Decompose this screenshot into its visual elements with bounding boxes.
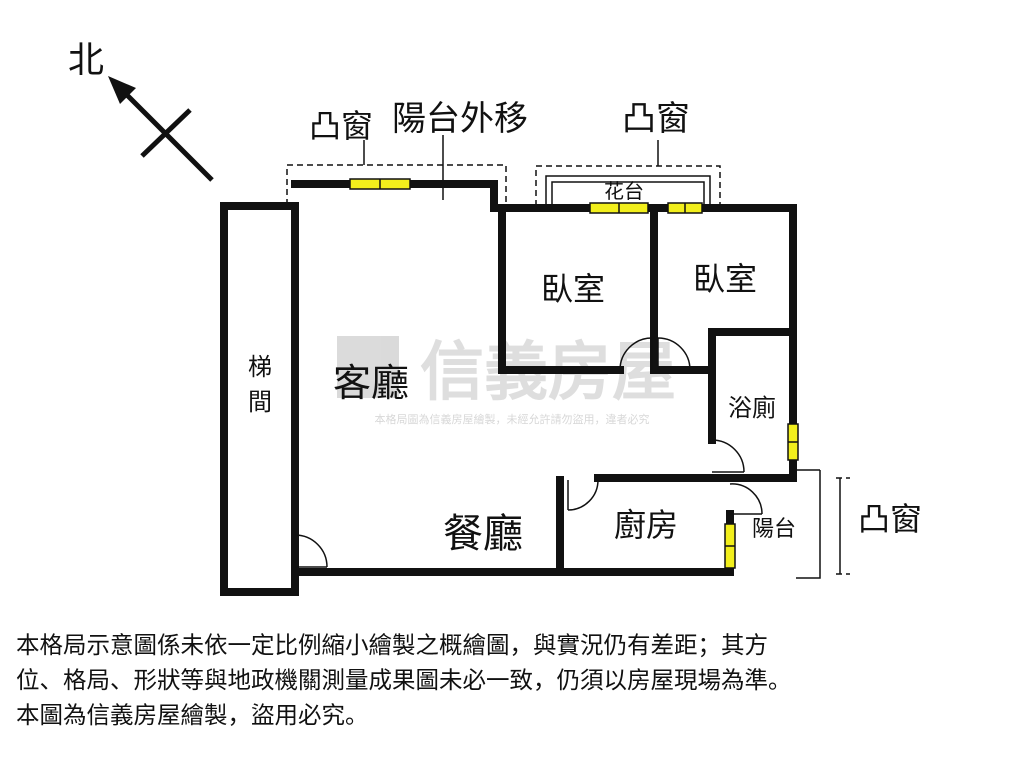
bay-window-right-outline: [535, 165, 721, 206]
watermark-notice: 本格局圖為信義房屋繪製，未經允許請勿盜用，違者必究: [375, 412, 650, 426]
door-bedroom-2: [657, 337, 691, 371]
north-arrowhead-icon: [108, 76, 136, 104]
outer-wall-top-right: [291, 180, 797, 480]
disclaimer: 本格局示意圖係未依一定比例縮小繪製之概繪圖，與實況仍有差距；其方 位、格局、形狀…: [16, 628, 1016, 733]
label-balcony-moved: 陽台外移: [392, 99, 528, 139]
watermark-logo-icon: [337, 336, 399, 398]
label-balcony: 陽台: [752, 517, 796, 542]
label-stairwell-line-1: 梯: [248, 353, 272, 381]
door-balcony: [729, 483, 763, 515]
label-living-room: 客廳: [333, 361, 409, 405]
bedroom-1-walls: [498, 204, 624, 374]
compass: 北: [68, 40, 214, 182]
north-arrow-crossbar: [140, 108, 192, 158]
floor-plan: 信義房屋 本格局圖為信義房屋繪製，未經允許請勿盜用，違者必究 北: [68, 40, 922, 596]
bay-window-left-outline: [286, 164, 507, 205]
label-stairwell-line-2: 間: [248, 388, 272, 416]
doors: [294, 337, 763, 568]
balcony-outline: [796, 470, 821, 579]
north-label: 北: [68, 40, 104, 81]
label-bedroom-1: 臥室: [541, 270, 605, 308]
door-bathroom: [711, 439, 745, 473]
label-bay-window-left: 凸窗: [309, 107, 373, 145]
room-labels: 凸窗 陽台外移 凸窗 花台 臥室 臥室 客廳 梯 間 浴廁 廚房 餐廳 陽台 凸…: [248, 99, 922, 557]
leader-lines: [363, 135, 659, 200]
label-dining-room: 餐廳: [443, 511, 523, 557]
door-stairwell: [294, 534, 328, 568]
label-planter: 花台: [604, 179, 644, 203]
label-bay-window-side: 凸窗: [858, 500, 922, 538]
disclaimer-line-2: 位、格局、形狀等與地政機關測量成果圖未必一致，仍須以房屋現場為準。: [16, 666, 792, 694]
disclaimer-line-3: 本圖為信義房屋繪製，盜用必究。: [16, 701, 369, 729]
label-bathroom: 浴廁: [728, 394, 776, 422]
door-bedroom-1: [619, 337, 653, 371]
walls: [220, 180, 797, 596]
label-bay-window-right: 凸窗: [622, 99, 690, 139]
label-bedroom-2: 臥室: [693, 260, 757, 298]
door-kitchen: [567, 479, 599, 511]
label-stairwell: 梯 間: [248, 353, 280, 416]
stairwell-walls: [220, 202, 299, 596]
bedroom-divider-wall: [650, 204, 716, 374]
windows: [349, 178, 799, 569]
disclaimer-line-1: 本格局示意圖係未依一定比例縮小繪製之概繪圖，與實況仍有差距；其方: [16, 631, 768, 659]
label-kitchen: 廚房: [614, 506, 678, 544]
bay-window-outlines: [286, 164, 850, 579]
